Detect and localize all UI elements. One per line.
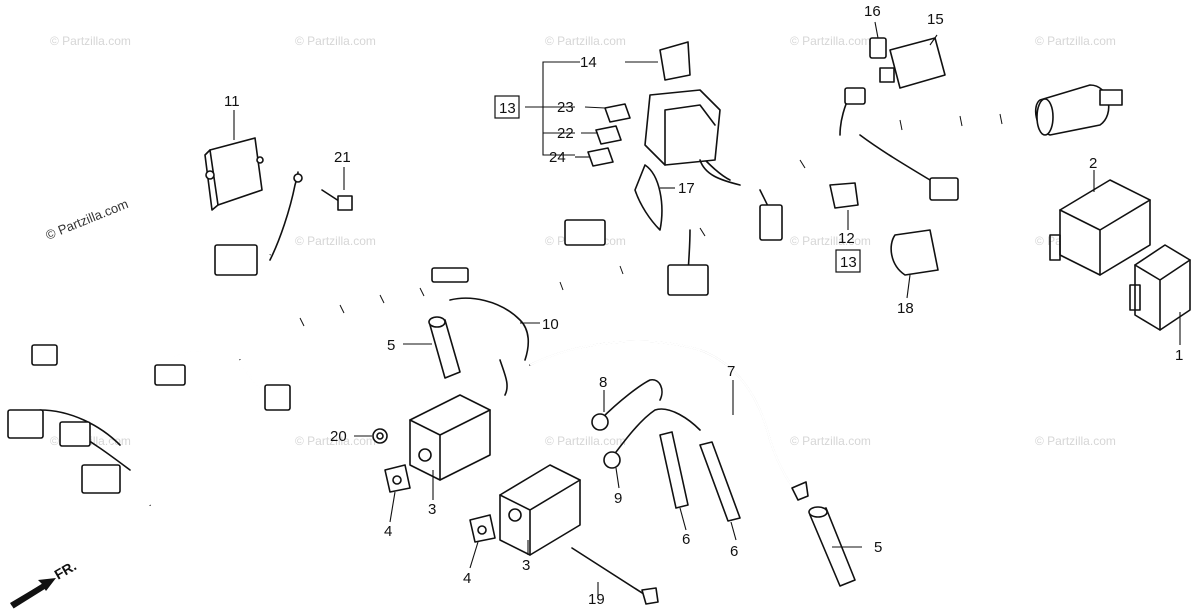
- watermark: © Partzilla.com: [545, 434, 626, 448]
- grommet-20: [372, 428, 388, 444]
- harness-connectors: [7, 87, 959, 494]
- callout-9: 9: [614, 490, 622, 507]
- callout-23: 23: [557, 99, 574, 116]
- starter-relay: [879, 37, 946, 89]
- watermark: © Partzilla.com: [295, 34, 376, 48]
- callout-16: 16: [864, 3, 881, 20]
- horn-body: [1034, 84, 1123, 136]
- bolt-19: [571, 547, 659, 605]
- clip-4-lower: [469, 514, 496, 543]
- callout-7: 7: [727, 363, 735, 380]
- callout-4: 4: [384, 523, 392, 540]
- connector-block: [31, 344, 58, 366]
- high-tension-cords: [449, 297, 809, 501]
- callout-14: 14: [580, 54, 597, 71]
- regulator-rectifier: [1049, 179, 1151, 276]
- watermark: © Partzilla.com: [545, 34, 626, 48]
- connector-12: [829, 182, 859, 209]
- callout-3: 3: [428, 501, 436, 518]
- connector-block: [81, 464, 121, 494]
- callout-box: [835, 249, 861, 273]
- callout-22: 22: [557, 125, 574, 142]
- watermark: © Partzilla.com: [1035, 434, 1116, 448]
- watermark: © Partzilla.com: [1035, 34, 1116, 48]
- connector-block: [844, 87, 866, 105]
- callout-18: 18: [897, 300, 914, 317]
- callout-11: 11: [224, 93, 240, 110]
- plug-cap-5-upper: [428, 316, 461, 379]
- callout-5: 5: [387, 337, 395, 354]
- callout-13: 13: [840, 254, 857, 271]
- ignition-coil-a: [409, 394, 491, 481]
- connector-block: [154, 364, 186, 386]
- connector-block: [59, 421, 91, 447]
- noise-suppressors: [591, 379, 701, 469]
- callout-5: 5: [874, 539, 882, 556]
- watermark: © Partzilla.com: [50, 34, 131, 48]
- main-wire-harness: [38, 94, 1041, 506]
- callout-3: 3: [522, 557, 530, 574]
- junction-cover: [659, 41, 691, 81]
- callout-4: 4: [463, 570, 471, 587]
- connector-block: [431, 267, 469, 283]
- connector-block: [759, 204, 783, 241]
- callout-13: 13: [499, 100, 516, 117]
- bolt-21: [321, 189, 353, 211]
- callout-labels: 1 2 3 3 4 4 5 5 6 6 7 8 9 10 11 12 13 13…: [224, 3, 1183, 608]
- connector-block: [667, 264, 709, 296]
- cdi-unit: [204, 137, 264, 211]
- ignition-coil-b: [499, 464, 581, 556]
- callout-24: 24: [549, 149, 566, 166]
- plug-cap-6-right: [699, 441, 741, 522]
- watermark-dark: © Partzilla.com: [44, 196, 131, 243]
- callout-17: 17: [678, 180, 695, 197]
- junction-block: [644, 89, 741, 186]
- watermark: © Partzilla.com: [295, 234, 376, 248]
- callout-8: 8: [599, 374, 607, 391]
- callout-10: 10: [542, 316, 559, 333]
- callout-6: 6: [730, 543, 738, 560]
- connector-block: [7, 409, 44, 439]
- watermark: © Partzilla.com: [790, 234, 871, 248]
- front-direction-arrow: FR.: [10, 557, 80, 609]
- callout-1: 1: [1175, 347, 1183, 364]
- callout-19: 19: [588, 591, 605, 608]
- front-label: FR.: [52, 557, 80, 582]
- fuse-box: [1129, 244, 1191, 331]
- callout-21: 21: [334, 149, 351, 166]
- clip-4-upper: [384, 464, 411, 493]
- watermark: © Partzilla.com: [790, 434, 871, 448]
- connector-block: [214, 244, 258, 276]
- connector-block: [564, 219, 606, 246]
- connector-block: [929, 177, 959, 201]
- watermark: © Partzilla.com: [790, 34, 871, 48]
- band-17: [634, 164, 663, 231]
- callout-12: 12: [838, 230, 855, 247]
- leader-lines: [233, 21, 1181, 598]
- plug-cap-6-left: [659, 431, 689, 509]
- connectors-22-23-24: [587, 103, 631, 167]
- connector-block: [264, 384, 291, 411]
- relay-clip-16: [869, 37, 887, 59]
- clamp-18: [890, 229, 939, 276]
- callout-20: 20: [330, 428, 347, 445]
- watermark: © Partzilla.com: [295, 434, 376, 448]
- callout-6: 6: [682, 531, 690, 548]
- callout-15: 15: [927, 11, 944, 28]
- callout-2: 2: [1089, 155, 1097, 172]
- callout-box: [494, 95, 520, 119]
